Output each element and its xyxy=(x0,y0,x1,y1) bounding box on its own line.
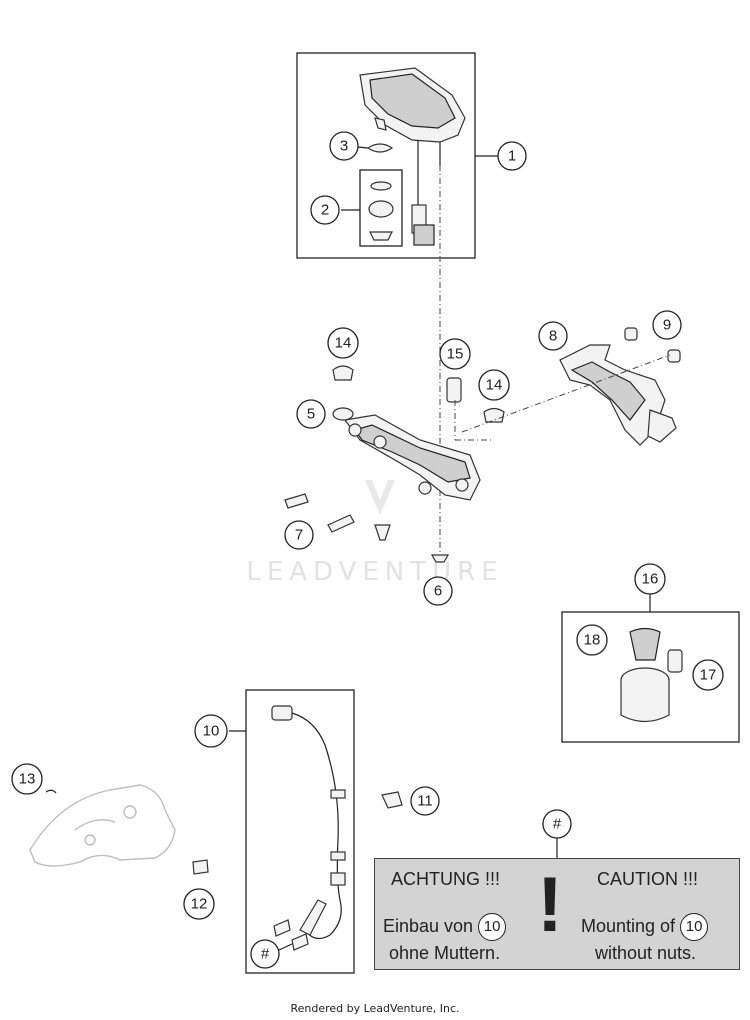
screw-9-lower xyxy=(667,349,681,363)
watermark-logo: LEADVENTURE xyxy=(246,480,503,587)
callout-label: 14 xyxy=(486,377,503,394)
circlip xyxy=(45,789,57,794)
callout-label: 8 xyxy=(549,328,557,345)
callout-14-right: 14 xyxy=(478,369,510,401)
callout-9: 9 xyxy=(652,310,682,340)
spacer-sleeve xyxy=(192,859,209,875)
callout-label: 15 xyxy=(447,346,464,363)
callout-label: 16 xyxy=(642,571,659,588)
ignition-lock xyxy=(620,627,683,723)
notice-left-line2: ohne Muttern. xyxy=(389,943,501,963)
notice-right-line1-wrap: Mounting of 10 xyxy=(581,913,709,941)
small-screw xyxy=(374,524,391,541)
callout-11: 11 xyxy=(410,786,440,816)
washer-screw xyxy=(430,554,450,563)
notice-left-line1: Einbau von xyxy=(383,915,474,936)
switch-unit xyxy=(559,327,681,446)
notice-right-line1: Mounting of xyxy=(581,915,676,936)
grommet xyxy=(369,231,393,241)
callout-2: 2 xyxy=(310,195,340,225)
callout-16: 16 xyxy=(634,563,666,595)
key-17 xyxy=(667,649,683,673)
dashboard-unit xyxy=(359,67,466,246)
callout-label: 1 xyxy=(508,148,516,165)
exclamation-mark: ! xyxy=(537,860,563,948)
callout-label: 12 xyxy=(191,896,208,913)
callout-1: 1 xyxy=(497,141,527,171)
callout-label: 6 xyxy=(434,583,442,600)
callout-14-left: 14 xyxy=(327,327,359,359)
callout-12: 12 xyxy=(183,888,215,920)
callout-label: # xyxy=(261,946,270,963)
callout-8: 8 xyxy=(538,321,568,351)
callout-label: 10 xyxy=(203,723,220,740)
notice-left-title: ACHTUNG !!! xyxy=(391,869,501,889)
bolt-long xyxy=(327,514,355,533)
watermark-text: LEADVENTURE xyxy=(246,557,503,587)
callout-label: 3 xyxy=(340,138,348,155)
mounting-bracket xyxy=(343,414,481,501)
callout-5: 5 xyxy=(296,399,326,429)
callout-label: 11 xyxy=(417,793,433,810)
callout-label: 13 xyxy=(19,771,36,788)
notice-left-line1-wrap: Einbau von 10 xyxy=(383,913,507,941)
callout-18: 18 xyxy=(576,624,608,656)
callout-label: 9 xyxy=(663,317,671,334)
screw-9-upper xyxy=(624,327,638,341)
rubber-damper-left xyxy=(332,365,354,381)
callout-3: 3 xyxy=(329,131,359,161)
o-ring-large xyxy=(368,200,394,218)
callout-6: 6 xyxy=(423,576,453,606)
notice-right-title: CAUTION !!! xyxy=(597,869,699,889)
callout-label: 7 xyxy=(295,527,303,544)
bushing xyxy=(332,407,354,421)
callout-7: 7 xyxy=(284,520,314,550)
callout-label: 5 xyxy=(307,406,315,423)
sleeve xyxy=(446,377,462,403)
speed-sensor-cable xyxy=(271,705,346,951)
callout-17: 17 xyxy=(692,659,724,691)
callout-15: 15 xyxy=(439,338,471,370)
notice-right-ref: 10 xyxy=(680,913,709,941)
seal-kit-frame xyxy=(359,169,403,247)
callout-label: 14 xyxy=(335,335,352,352)
switch-axis-line xyxy=(461,354,671,433)
ghost-brake-guard xyxy=(29,784,176,867)
bolt-short xyxy=(284,493,309,509)
caution-notice-box: ACHTUNG !!! CAUTION !!! ! Einbau von 10 … xyxy=(374,858,740,970)
cable-clip xyxy=(381,791,403,809)
callout-label: 18 xyxy=(584,632,601,649)
callout-hash-cable: # xyxy=(250,939,280,969)
callout-hash-notice: # xyxy=(542,809,572,839)
rubber-damper-right xyxy=(483,407,505,423)
notice-right-line2: without nuts. xyxy=(595,943,697,963)
callout-label: 2 xyxy=(321,202,329,219)
callout-13: 13 xyxy=(11,763,43,795)
callout-10: 10 xyxy=(194,714,228,748)
callout-label: 17 xyxy=(700,667,717,684)
footer-credit: Rendered by LeadVenture, Inc. xyxy=(290,1002,460,1015)
nut-part-3 xyxy=(366,143,394,153)
notice-left-ref: 10 xyxy=(478,913,507,941)
sensor-cable-frame xyxy=(245,689,355,974)
callout-label: # xyxy=(553,816,562,833)
o-ring-small xyxy=(370,181,392,191)
